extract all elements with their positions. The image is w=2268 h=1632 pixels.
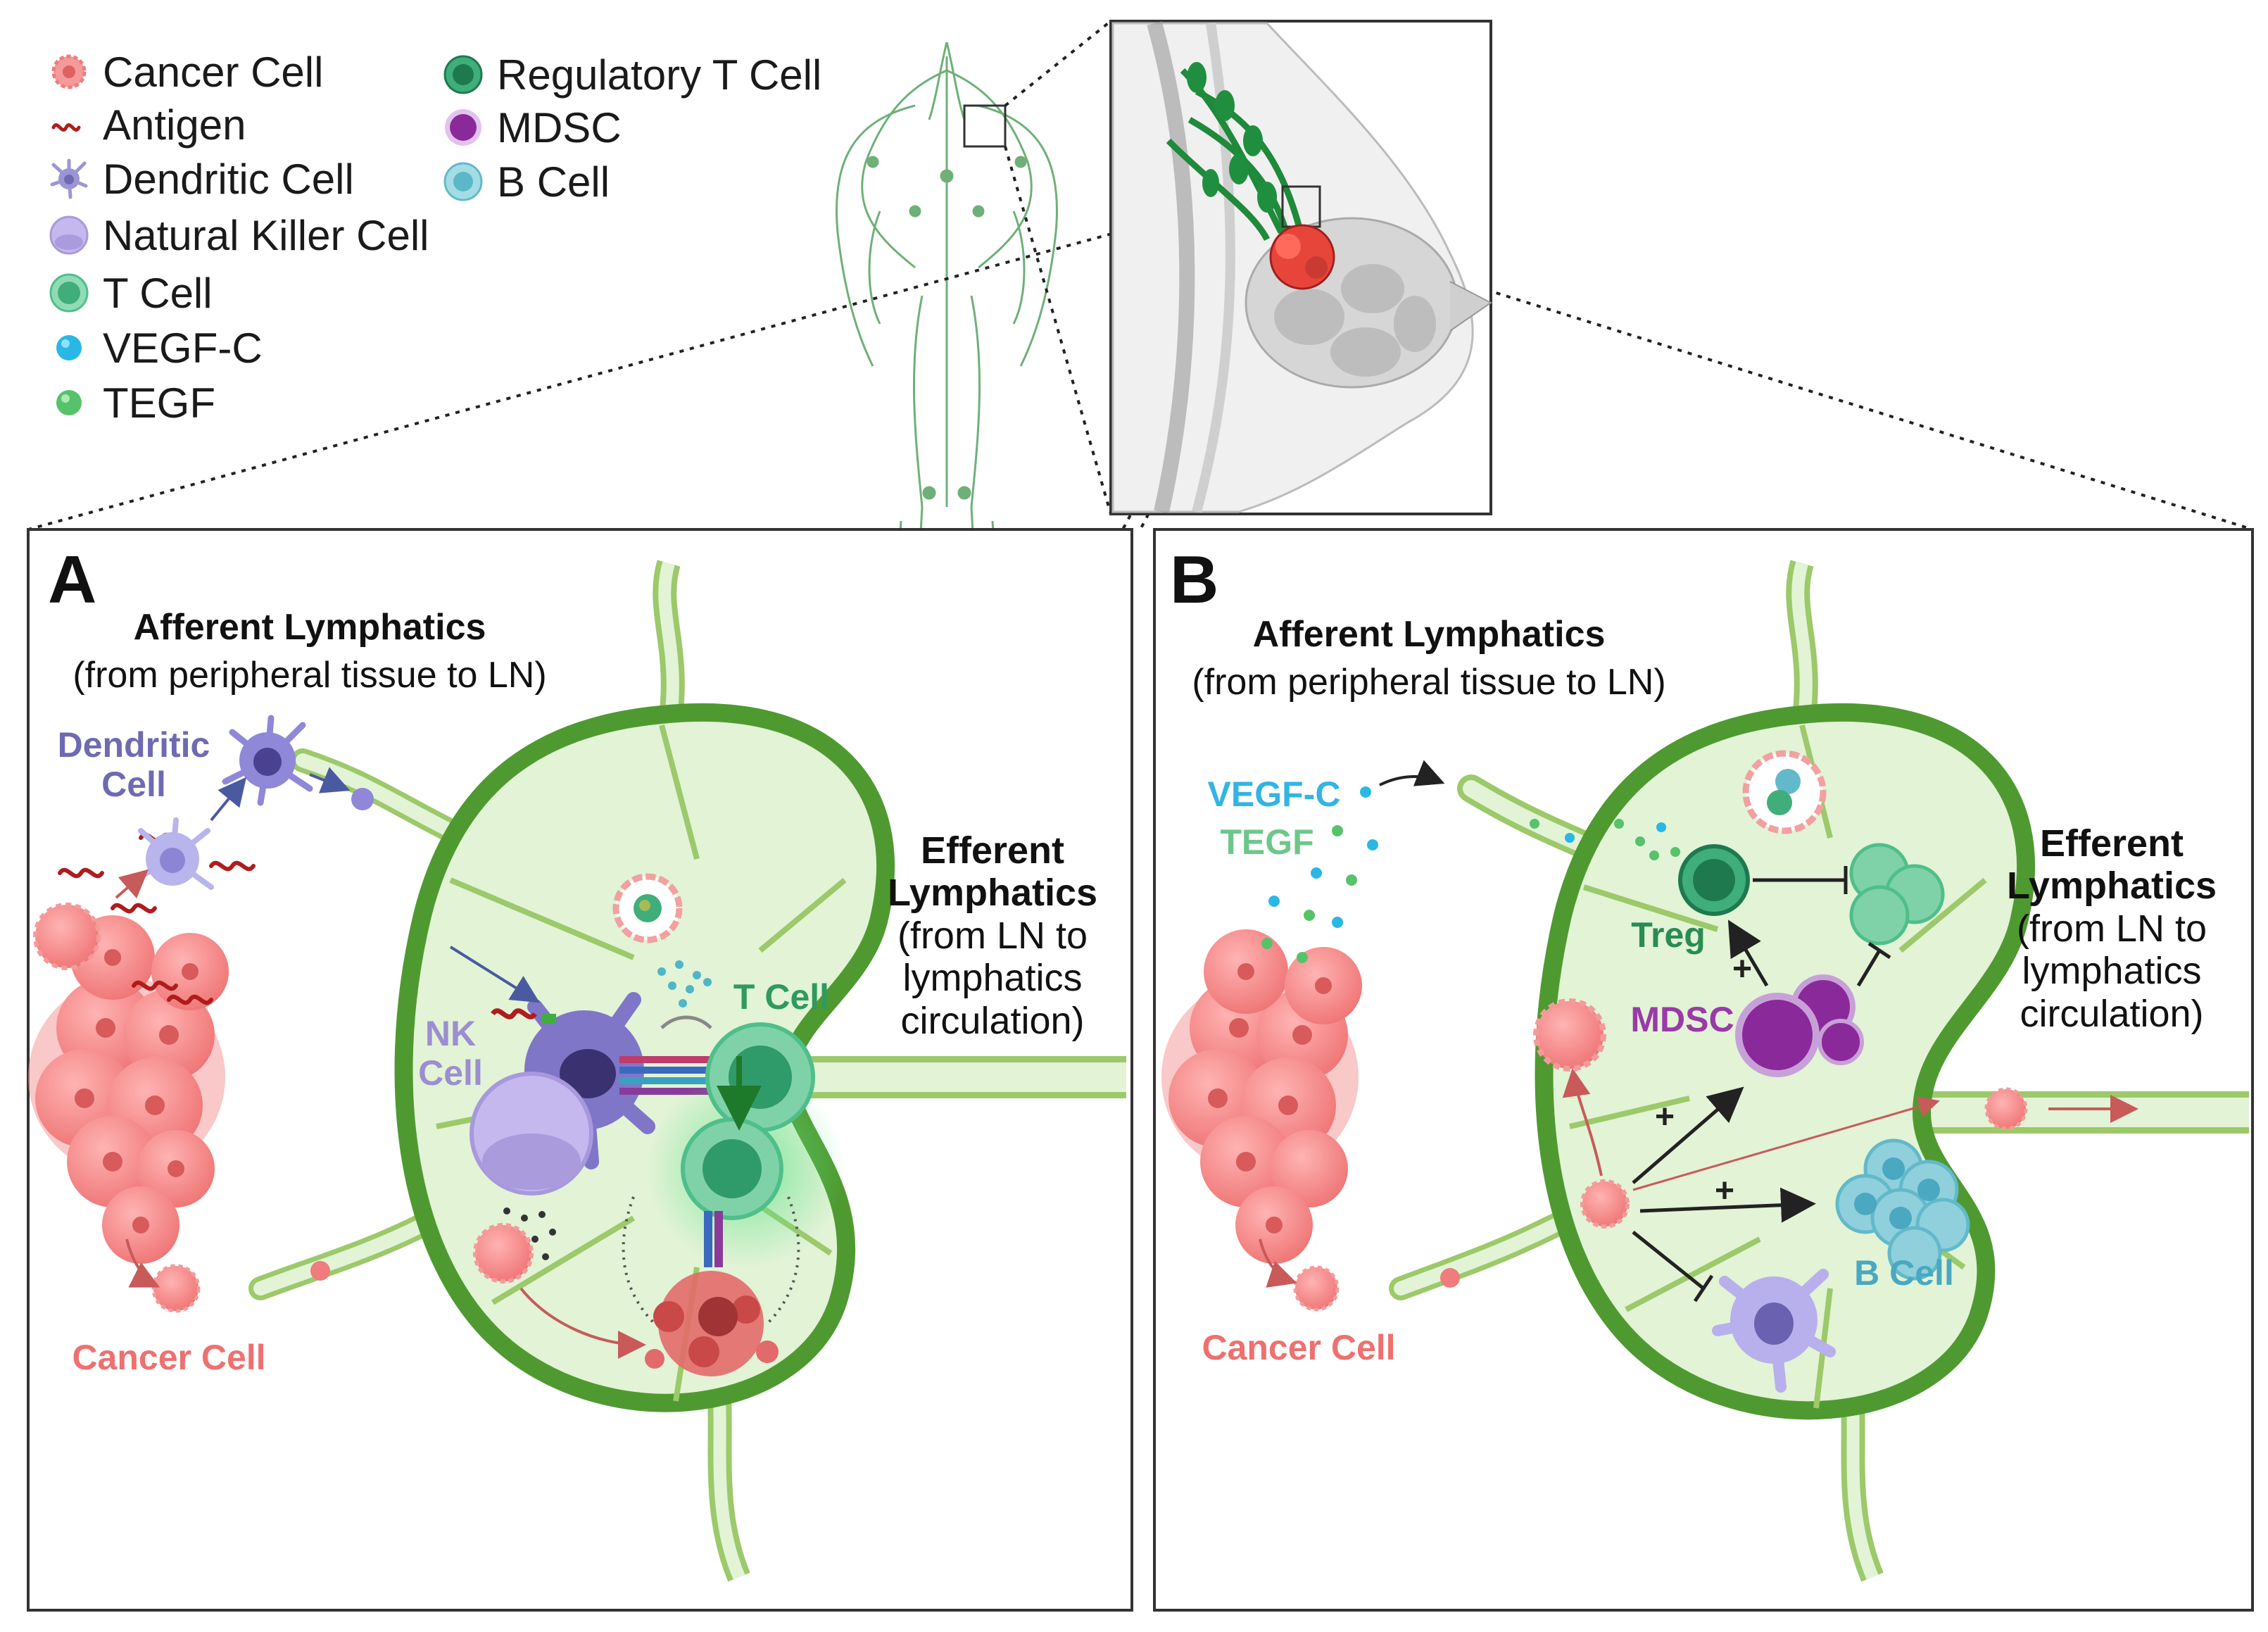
- efferent-title-2: Lymphatics: [2006, 865, 2217, 908]
- panel-a-cancer-cell-label: Cancer Cell: [72, 1338, 266, 1377]
- efferent-sub-1: (from LN to: [2016, 907, 2207, 950]
- legend-label: Natural Killer Cell: [103, 211, 429, 259]
- panel-a-dendritic-label: Dendritic Cell: [42, 725, 225, 804]
- panel-b-b-cell-label: B Cell: [1854, 1253, 1954, 1293]
- tumor-mass-a: [28, 915, 229, 1264]
- efferent-sub-2: lymphatics: [2022, 950, 2202, 993]
- efferent-sub-3: circulation): [900, 999, 1085, 1042]
- panel-b-cancer-cell-label: Cancer Cell: [1202, 1328, 1396, 1367]
- efferent-title-1: Efferent: [2039, 822, 2184, 865]
- legend-item-dendritic-cell: Dendritic Cell: [48, 153, 354, 204]
- legend-item-cancer-cell: Cancer Cell: [48, 46, 323, 97]
- treg-cell-b: [1678, 844, 1750, 916]
- legend-item-vegf-c: VEGF-C: [48, 322, 263, 373]
- efferent-title-2: Lymphatics: [887, 872, 1098, 915]
- tumor-mass-b: [1161, 929, 1362, 1264]
- panel-b-vegf-c-label: VEGF-C: [1207, 774, 1341, 814]
- panel-b-afferent-subtitle: (from peripheral tissue to LN): [1192, 662, 1666, 703]
- dendritic-cell-icon: [48, 158, 90, 200]
- legend-label: Dendritic Cell: [103, 155, 354, 203]
- t-cell-icon: [48, 272, 90, 314]
- legend-label: VEGF-C: [103, 324, 263, 372]
- legend-column-2: Regulatory T Cell MDSC B Cell: [442, 49, 878, 218]
- b-cell-icon: [442, 161, 484, 203]
- panel-b-tegf-label: TEGF: [1220, 822, 1314, 862]
- legend-item-treg: Regulatory T Cell: [442, 49, 821, 100]
- legend-label: Antigen: [103, 101, 246, 149]
- panel-a-afferent-subtitle: (from peripheral tissue to LN): [73, 655, 547, 696]
- treg-icon: [442, 54, 484, 96]
- plus-sign-mdsc-treg: +: [1732, 950, 1753, 988]
- dendritic-label-line1: Dendritic: [57, 725, 210, 765]
- legend-item-tegf: TEGF: [48, 377, 215, 428]
- legend-label: B Cell: [497, 158, 610, 206]
- mdsc-cells-b: [1735, 974, 1864, 1077]
- nk-cell-a: [470, 1072, 593, 1195]
- legend-item-antigen: Antigen: [48, 99, 246, 150]
- dying-cancer-cell-a: [645, 1271, 779, 1376]
- vegf-c-icon: [48, 327, 90, 369]
- dendritic-label-line2: Cell: [101, 765, 166, 804]
- panel-b-letter: B: [1170, 542, 1219, 617]
- legend-item-t-cell: T Cell: [48, 268, 213, 318]
- efferent-sub-1: (from LN to: [897, 914, 1088, 957]
- panel-a-efferent-label: Efferent Lymphatics (from LN to lymphati…: [862, 829, 1123, 1042]
- nk-cell-icon: [48, 214, 90, 256]
- efferent-sub-2: lymphatics: [902, 957, 1083, 1000]
- nk-label-line1: NK: [424, 1014, 477, 1053]
- legend-label: T Cell: [103, 269, 213, 317]
- legend-label: Regulatory T Cell: [497, 51, 822, 99]
- breast-illustration: [1109, 20, 1492, 515]
- panel-b-efferent-label: Efferent Lymphatics (from LN to lymphati…: [1978, 822, 2245, 1035]
- legend-item-nk-cell: Natural Killer Cell: [48, 210, 429, 261]
- panel-a-nk-label: NK Cell: [401, 1014, 500, 1093]
- axilla-zoom-box: [963, 104, 1007, 148]
- panel-a-t-cell-label: T Cell: [733, 977, 830, 1017]
- panel-a-cells: [28, 715, 845, 1376]
- antigen-icon: [48, 103, 90, 146]
- panel-b-afferent-title: Afferent Lymphatics: [1252, 614, 1606, 655]
- legend-label: TEGF: [103, 379, 215, 427]
- legend: Cancer Cell Antigen Dendritic Cell Natur…: [48, 46, 498, 441]
- panel-b-treg-label: Treg: [1631, 915, 1706, 955]
- panel-b-cells: [1161, 760, 2138, 1393]
- legend-item-b-cell: B Cell: [442, 156, 610, 207]
- panel-a-letter: A: [48, 542, 97, 617]
- dendritic-cell-small-a: [131, 817, 214, 890]
- legend-label: MDSC: [497, 103, 622, 151]
- panel-b-mdsc-label: MDSC: [1630, 1000, 1734, 1039]
- mdsc-icon: [442, 106, 484, 149]
- nk-label-line2: Cell: [418, 1053, 483, 1093]
- efferent-sub-3: circulation): [2020, 992, 2204, 1035]
- panel-a-afferent-title: Afferent Lymphatics: [133, 607, 486, 648]
- legend-item-mdsc: MDSC: [442, 102, 622, 153]
- cancer-cell-icon: [48, 51, 90, 93]
- plus-sign-cancer-mdsc: +: [1654, 1098, 1675, 1136]
- suppressed-dendritic-cell-b: [1712, 1269, 1836, 1393]
- t-cell-cluster-b: [1849, 843, 1945, 946]
- efferent-title-1: Efferent: [920, 829, 1065, 872]
- legend-label: Cancer Cell: [103, 48, 324, 96]
- vegf-tegf-dots-b: [1261, 786, 1680, 963]
- tegf-icon: [48, 382, 90, 424]
- plus-sign-cancer-bcell: +: [1714, 1172, 1735, 1210]
